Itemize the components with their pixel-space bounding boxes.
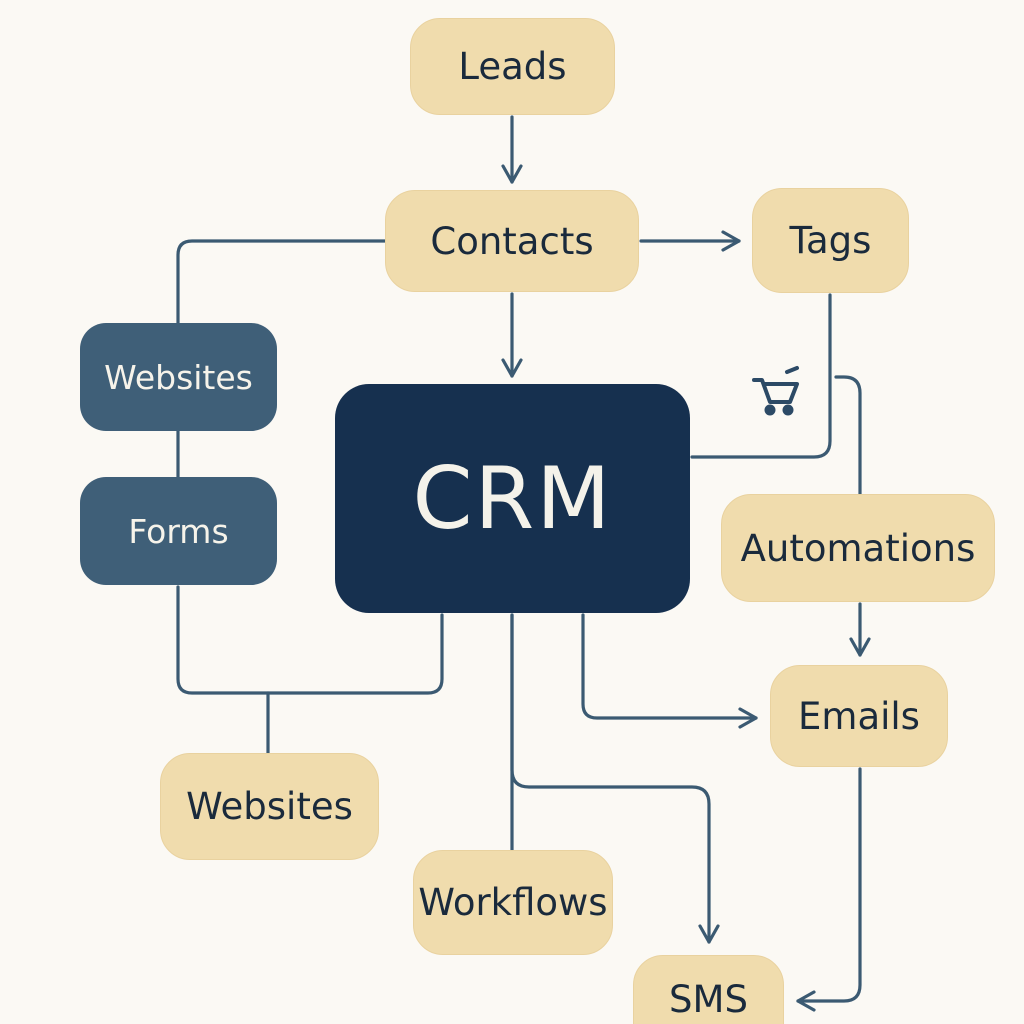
node-contacts-label: Contacts: [430, 219, 594, 263]
node-websites-left-label: Websites: [104, 357, 253, 397]
node-leads: Leads: [410, 18, 615, 115]
node-websites-bottom: Websites: [160, 753, 379, 860]
node-tags: Tags: [752, 188, 909, 293]
connector-emails-sms: [796, 767, 862, 1012]
node-sms: SMS: [633, 955, 784, 1024]
node-crm-label: CRM: [412, 448, 613, 549]
node-contacts: Contacts: [385, 190, 639, 292]
node-websites-left: Websites: [80, 323, 277, 431]
node-workflows-label: Workflows: [418, 881, 608, 924]
connector-tags-crm: [690, 293, 832, 459]
node-automations: Automations: [721, 494, 995, 602]
node-emails-label: Emails: [798, 694, 920, 738]
shopping-cart-icon: [752, 366, 799, 416]
node-websites-bottom-label: Websites: [186, 785, 353, 828]
connector-loop-automations: [834, 375, 862, 496]
connector-crm-emails: [581, 613, 758, 729]
connector-contacts-left: [176, 239, 387, 325]
node-tags-label: Tags: [789, 219, 872, 262]
connector-crm-sms: [510, 613, 720, 944]
node-forms-label: Forms: [128, 511, 229, 551]
node-sms-label: SMS: [669, 977, 748, 1021]
node-automations-label: Automations: [740, 526, 976, 570]
node-crm: CRM: [335, 384, 690, 613]
node-leads-label: Leads: [458, 45, 567, 88]
node-forms: Forms: [80, 477, 277, 585]
node-workflows: Workflows: [413, 850, 613, 955]
node-emails: Emails: [770, 665, 948, 767]
connector-forms-crm: [176, 585, 444, 695]
